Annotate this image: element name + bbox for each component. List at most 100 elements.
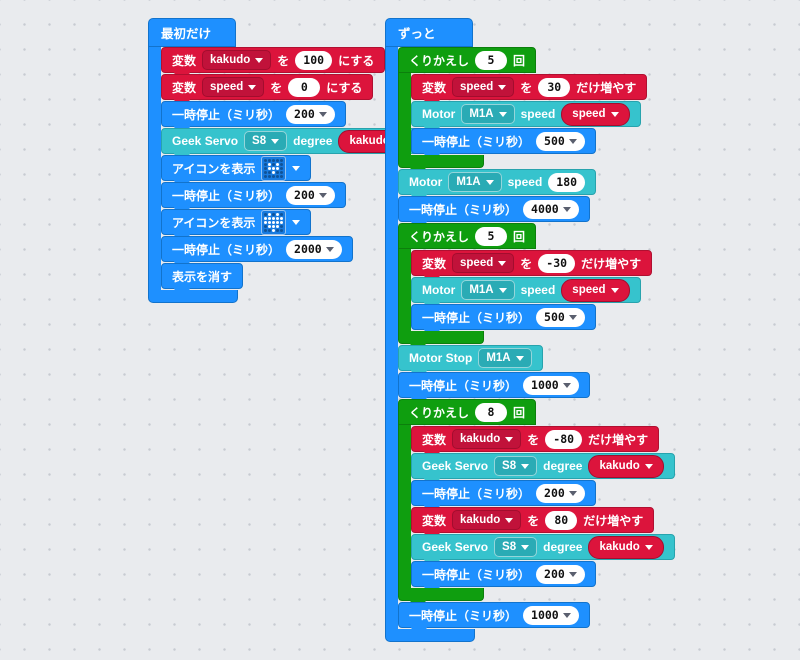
clear-display-block[interactable]: 表示を消す [161, 263, 244, 291]
variable-dropdown[interactable]: speed [452, 253, 515, 273]
pause-block[interactable]: 一時停止（ミリ秒） 2000 [161, 236, 353, 264]
value-input[interactable]: -80 [545, 429, 583, 449]
change-variable-kakudo-block[interactable]: 変数 kakudo を 80 だけ増やす [411, 507, 655, 535]
variable-dropdown[interactable]: kakudo [202, 50, 272, 70]
repeat-body: 変数 speed を -30 だけ増やす Motor [398, 249, 653, 332]
variable-reporter-speed[interactable]: speed [561, 278, 630, 302]
repeat-loop-2[interactable]: くりかえし 5 回 変数 speed [398, 223, 653, 346]
variable-reporter-speed[interactable]: speed [561, 102, 630, 126]
speed-value-input[interactable]: 180 [548, 172, 586, 192]
servo-port-dropdown[interactable]: S8 [494, 456, 538, 476]
repeat-count-input[interactable]: 5 [475, 50, 508, 70]
geek-servo-block[interactable]: Geek Servo S8 degree kakudo [411, 534, 675, 562]
duration-dropdown[interactable]: 500 [536, 307, 585, 327]
variable-dropdown[interactable]: kakudo [452, 510, 522, 530]
repeat-label: くりかえし [409, 405, 470, 420]
small-heart-icon[interactable] [261, 155, 287, 181]
particle-wo-label: を [270, 80, 283, 95]
pause-block[interactable]: 一時停止（ミリ秒） 500 [411, 128, 596, 156]
chevron-down-icon [562, 612, 571, 618]
motor-speed-block[interactable]: Motor M1A speed speed [411, 101, 641, 129]
geek-servo-block[interactable]: Geek Servo S8 degree kakudo [411, 453, 675, 481]
motor-label: Motor [422, 107, 456, 121]
change-suffix-label: だけ増やす [581, 256, 642, 271]
motor-port-value: M1A [486, 352, 511, 364]
duration-dropdown[interactable]: 1000 [523, 605, 579, 625]
variable-reporter-kakudo[interactable]: kakudo [588, 454, 664, 478]
chevron-down-icon [568, 314, 577, 320]
chevron-down-icon [644, 544, 653, 550]
particle-wo-label: を [520, 256, 533, 271]
set-variable-kakudo-block[interactable]: 変数 kakudo を 100 にする [161, 47, 386, 75]
value-input[interactable]: 0 [288, 77, 321, 97]
pause-block[interactable]: 一時停止（ミリ秒） 1000 [398, 372, 590, 400]
duration-dropdown[interactable]: 2000 [286, 239, 342, 259]
pause-block[interactable]: 一時停止（ミリ秒） 4000 [398, 196, 590, 224]
variable-name: kakudo [210, 54, 251, 66]
chevron-down-icon [318, 192, 327, 198]
on-start-hat[interactable]: 最初だけ [148, 18, 236, 47]
change-variable-speed-block[interactable]: 変数 speed を -30 だけ増やす [411, 250, 653, 278]
chevron-down-icon [515, 355, 524, 361]
speed-param-label: speed [520, 283, 556, 297]
duration-dropdown[interactable]: 500 [536, 131, 585, 151]
pause-block[interactable]: 一時停止（ミリ秒） 200 [411, 561, 596, 589]
show-icon-block[interactable]: アイコンを表示 [161, 155, 312, 183]
heart-icon[interactable] [261, 209, 287, 235]
pause-block[interactable]: 一時停止（ミリ秒） 1000 [398, 602, 590, 630]
value-input[interactable]: 30 [538, 77, 571, 97]
duration-value: 500 [544, 310, 565, 324]
value-input[interactable]: -30 [538, 253, 576, 273]
repeat-loop-3[interactable]: くりかえし 8 回 変数 kakudo [398, 399, 675, 603]
pause-block[interactable]: 一時停止（ミリ秒） 200 [161, 182, 346, 210]
show-icon-block[interactable]: アイコンを表示 [161, 209, 312, 237]
geek-servo-block[interactable]: Geek Servo S8 degree kakudo [161, 128, 425, 156]
variable-dropdown[interactable]: speed [452, 77, 515, 97]
servo-port-dropdown[interactable]: S8 [244, 131, 288, 151]
repeat-loop-1[interactable]: くりかえし 5 回 変数 speed [398, 47, 648, 170]
duration-dropdown[interactable]: 200 [536, 564, 585, 584]
set-variable-label: 変数 [172, 80, 197, 95]
repeat-count-input[interactable]: 8 [475, 402, 508, 422]
value-input[interactable]: 100 [295, 50, 333, 70]
pause-block[interactable]: 一時停止（ミリ秒） 200 [161, 101, 346, 129]
servo-port-dropdown[interactable]: S8 [494, 537, 538, 557]
variable-dropdown[interactable]: speed [202, 77, 265, 97]
variable-reporter-kakudo[interactable]: kakudo [588, 535, 664, 559]
forever-hat[interactable]: ずっと [385, 18, 473, 47]
set-variable-label: 変数 [422, 80, 447, 95]
set-variable-speed-block[interactable]: 変数 speed を 0 にする [161, 74, 374, 102]
repeat-header[interactable]: くりかえし 8 回 [398, 399, 537, 425]
duration-dropdown[interactable]: 4000 [523, 199, 579, 219]
change-variable-kakudo-block[interactable]: 変数 kakudo を -80 だけ増やす [411, 426, 660, 454]
duration-dropdown[interactable]: 200 [286, 185, 335, 205]
value-input[interactable]: 80 [545, 510, 578, 530]
motor-port-dropdown[interactable]: M1A [478, 348, 532, 368]
motor-stop-block[interactable]: Motor Stop M1A [398, 345, 543, 373]
duration-dropdown[interactable]: 1000 [523, 375, 579, 395]
forever-container[interactable]: ずっと くりかえし 5 回 変数 [385, 18, 675, 642]
forever-stack: くりかえし 5 回 変数 speed [398, 47, 675, 630]
variable-dropdown[interactable]: kakudo [452, 429, 522, 449]
chevron-down-icon [292, 165, 301, 171]
on-start-bottom-lip [148, 290, 238, 303]
motor-port-dropdown[interactable]: M1A [448, 172, 502, 192]
change-variable-speed-block[interactable]: 変数 speed を 30 だけ増やす [411, 74, 648, 102]
pause-block[interactable]: 一時停止（ミリ秒） 200 [411, 480, 596, 508]
motor-port-dropdown[interactable]: M1A [461, 280, 515, 300]
repeat-header[interactable]: くりかえし 5 回 [398, 47, 537, 73]
repeat-count-input[interactable]: 5 [475, 226, 508, 246]
motor-speed-constant-block[interactable]: Motor M1A speed 180 [398, 169, 597, 197]
motor-label: Motor [422, 283, 456, 297]
pause-label: 一時停止（ミリ秒） [422, 567, 531, 582]
duration-dropdown[interactable]: 200 [286, 104, 335, 124]
repeat-header[interactable]: くりかえし 5 回 [398, 223, 537, 249]
duration-dropdown[interactable]: 200 [536, 483, 585, 503]
pause-block[interactable]: 一時停止（ミリ秒） 500 [411, 304, 596, 332]
chevron-down-icon [325, 246, 334, 252]
motor-speed-block[interactable]: Motor M1A speed speed [411, 277, 641, 305]
motor-port-dropdown[interactable]: M1A [461, 104, 515, 124]
on-start-container[interactable]: 最初だけ 変数 kakudo を 100 にする 変数 [148, 18, 425, 303]
duration-value: 200 [544, 567, 565, 581]
